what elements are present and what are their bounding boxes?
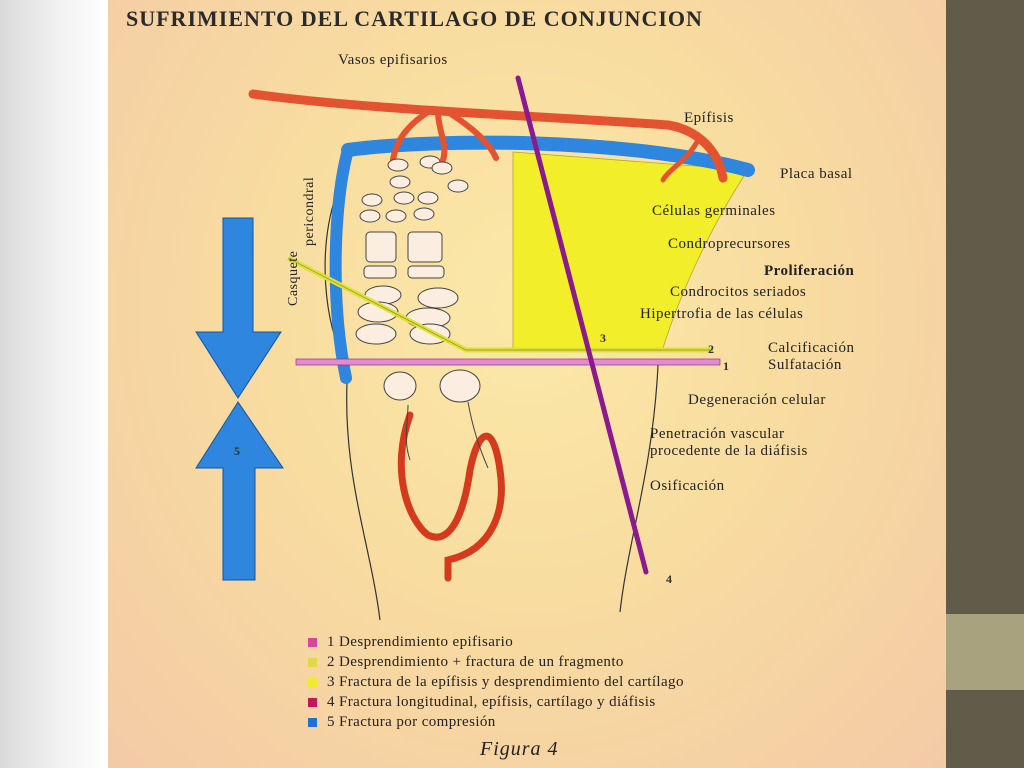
marker-5: 5 (234, 444, 240, 458)
legend-item: 1 Desprendimiento epifisario (308, 634, 513, 651)
cartilage-diagram (195, 75, 755, 621)
epiphyseal-vessel (248, 89, 728, 183)
label-placa-basal: Placa basal (780, 166, 853, 182)
figure-caption: Figura 4 (480, 738, 559, 760)
figure-panel: SUFRIMIENTO DEL CARTILAGO DE CONJUNCION … (108, 0, 946, 768)
marker-3: 3 (600, 331, 606, 345)
legend-swatch (308, 718, 317, 728)
label-osificacion: Osificación (650, 478, 725, 494)
label-degeneracion-celular: Degeneración celular (688, 392, 826, 408)
legend-swatch (308, 658, 317, 668)
fracture-line-1 (295, 358, 721, 366)
label-penetracion-vascular: Penetración vascular (650, 426, 785, 442)
vessel-branch (390, 109, 431, 163)
label-condroprecursores: Condroprecursores (668, 236, 791, 252)
cell-columns (355, 155, 469, 345)
fracture-3-region (512, 151, 749, 349)
legend-item: 2 Desprendimiento + fractura de un fragm… (308, 654, 624, 671)
legend-swatch (308, 698, 317, 708)
degenerating-cell (383, 371, 417, 401)
diaphyseal-vessel (397, 411, 505, 582)
legend-item: 4 Fractura longitudinal, epífisis, cartí… (308, 694, 656, 711)
vessel-branch (445, 109, 499, 161)
legend-text: 2 Desprendimiento + fractura de un fragm… (327, 654, 624, 670)
vessel-branch (435, 109, 448, 163)
marker-1: 1 (723, 359, 729, 373)
compression-arrow-down (195, 217, 282, 399)
legend-text: 5 Fractura por compresión (327, 714, 496, 730)
label-celulas-germinales: Células germinales (652, 203, 776, 219)
fracture-line-2-outline (287, 257, 713, 351)
label-sulfatacion: Sulfatación (768, 357, 842, 373)
label-pericondral: pericondral (302, 176, 317, 246)
legend-text: 3 Fractura de la epífisis y desprendimie… (327, 674, 684, 690)
marker-4: 4 (666, 572, 672, 586)
vessel-branch (660, 137, 701, 183)
legend-text: 1 Desprendimiento epifisario (327, 634, 514, 650)
legend-swatch (308, 638, 317, 648)
label-proliferacion: Proliferación (764, 263, 855, 279)
label-casquete: Casquete (286, 250, 301, 306)
perichondral-cap (329, 144, 354, 384)
legend-text: 4 Fractura longitudinal, epífisis, cartí… (327, 694, 656, 710)
bone-outline-left (346, 364, 381, 621)
label-hipertrofia: Hipertrofia de las células (640, 306, 804, 322)
label-calcificacion: Calcificación (768, 340, 855, 356)
degenerating-cell (439, 369, 481, 403)
label-condrocitos-seriados: Condrocitos seriados (670, 284, 807, 300)
bone-outline-right (619, 364, 659, 613)
marker-2: 2 (708, 342, 714, 356)
label-vasos-epifisarios: Vasos epifisarios (338, 52, 448, 68)
label-procedente-diafisis: procedente de la diáfisis (650, 443, 808, 459)
fracture-line-4 (515, 75, 649, 575)
legend-item: 5 Fractura por compresión (308, 714, 496, 731)
label-epifisis: Epífisis (684, 110, 734, 126)
slide-side-accent (946, 614, 1024, 690)
compression-arrow-up (195, 401, 284, 581)
figure-title: SUFRIMIENTO DEL CARTILAGO DE CONJUNCION (126, 6, 703, 31)
slide-background (0, 0, 108, 768)
legend-swatch (308, 678, 317, 688)
legend-item: 3 Fractura de la epífisis y desprendimie… (308, 674, 684, 691)
